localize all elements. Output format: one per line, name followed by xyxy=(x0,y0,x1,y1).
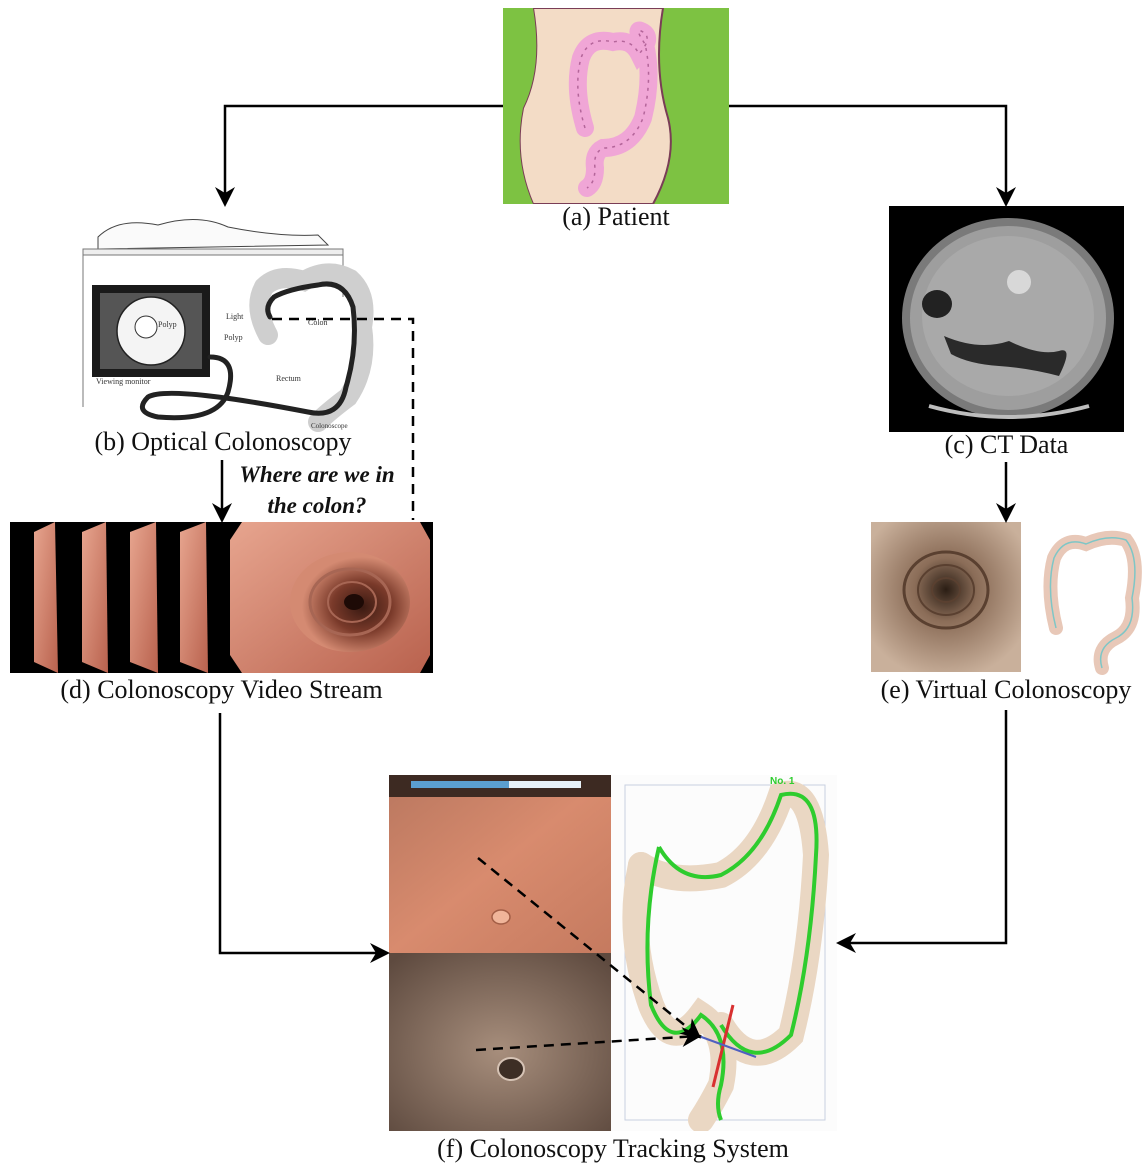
dashed-question-path xyxy=(272,319,413,520)
dashed-arrow-virtual-to-model xyxy=(476,1036,698,1050)
arrow-patient-to-ct xyxy=(729,106,1006,203)
dashed-arrow-optical-to-model xyxy=(478,858,698,1036)
arrow-video-to-tracking xyxy=(220,713,386,953)
arrow-virtual-to-tracking xyxy=(840,710,1006,943)
arrow-patient-to-optical xyxy=(225,106,503,203)
